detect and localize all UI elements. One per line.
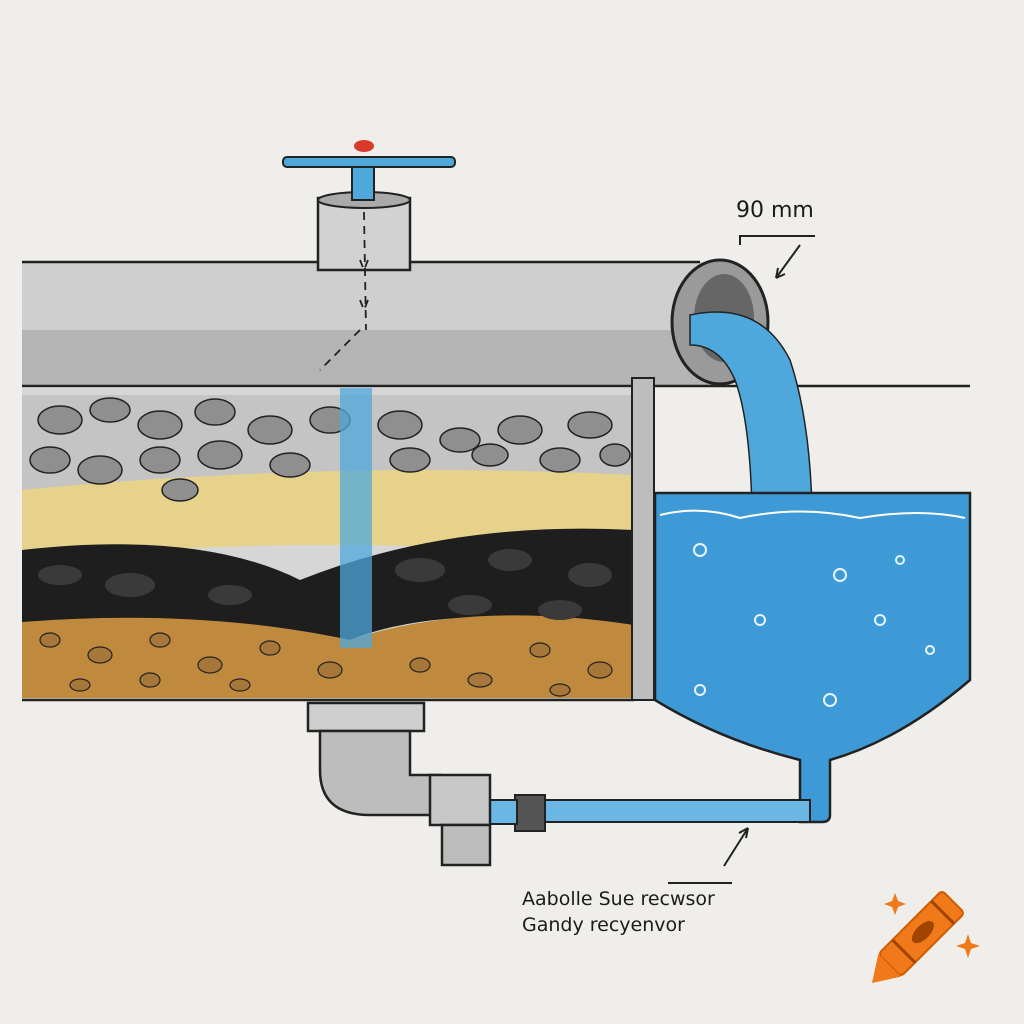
crayon-icon bbox=[871, 891, 964, 984]
sparkle-icon bbox=[884, 893, 906, 915]
dimension-marker bbox=[668, 235, 815, 884]
caption-line-1: Aabolle Sue recwsor bbox=[522, 888, 715, 910]
water-stream bbox=[689, 311, 813, 511]
dimension-label: 90 mm bbox=[736, 198, 814, 223]
water-tank bbox=[653, 491, 972, 824]
filter-layers bbox=[22, 377, 655, 702]
horizontal-pipe bbox=[22, 258, 970, 388]
outlet-pipes bbox=[306, 701, 811, 867]
sparkle-icon bbox=[956, 934, 980, 958]
caption-line-2: Gandy recyenvor bbox=[522, 914, 685, 936]
valve bbox=[282, 140, 456, 371]
